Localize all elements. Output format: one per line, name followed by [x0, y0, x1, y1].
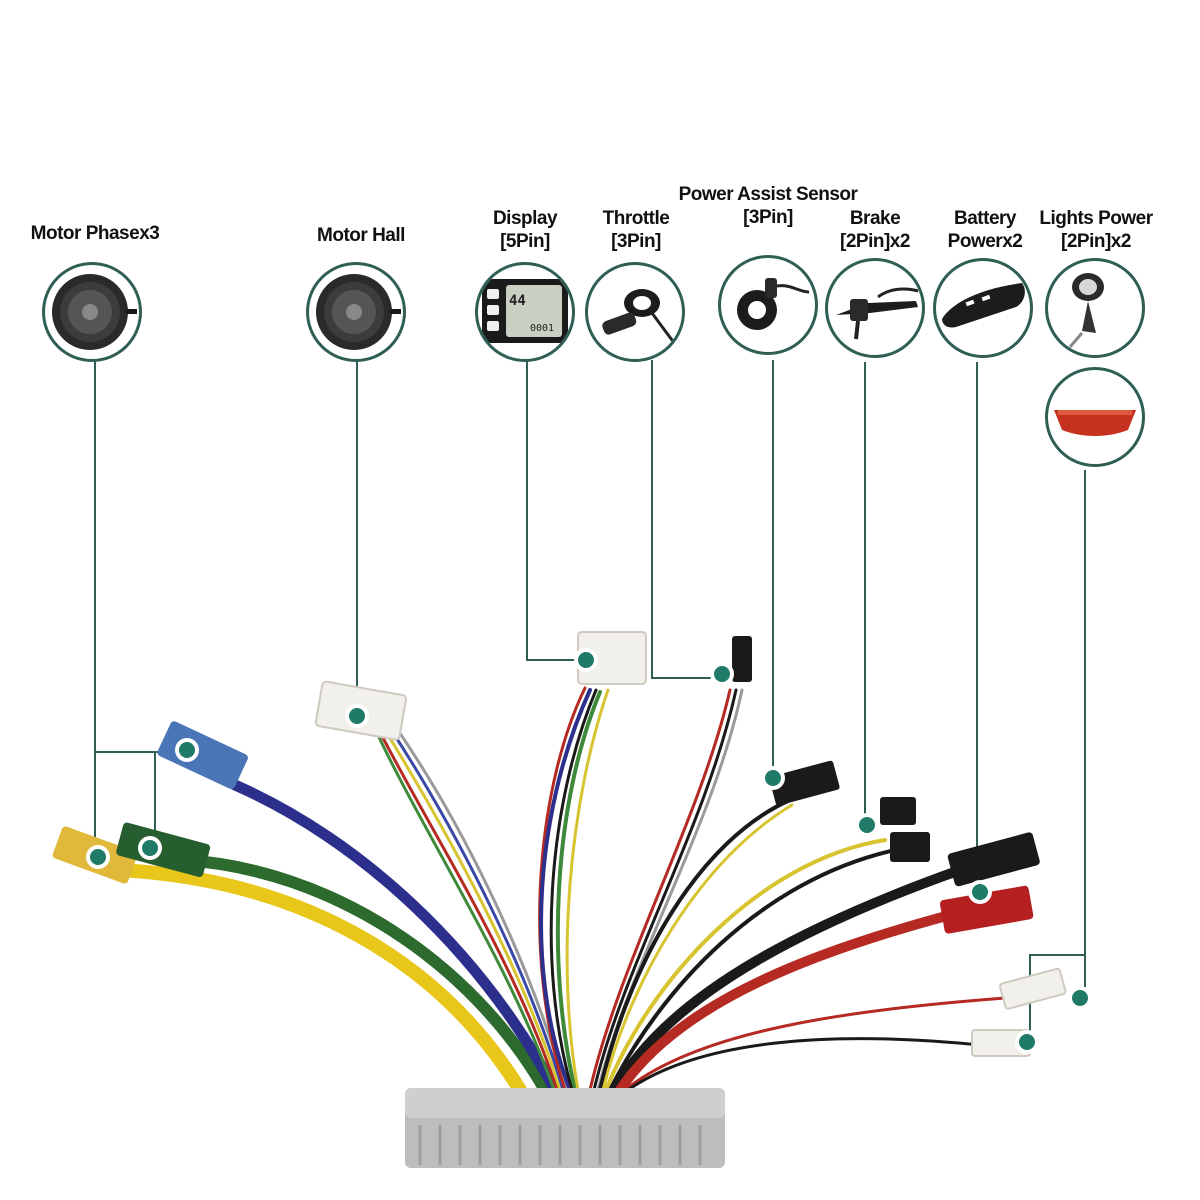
connector-pas [769, 760, 840, 806]
dot-display [574, 648, 598, 672]
brake-circle [825, 258, 925, 358]
label-battery: Battery Powerx2 [947, 208, 1023, 252]
thumb-throttle-icon [602, 289, 682, 352]
connector-green-phase [116, 822, 211, 877]
wire-hall-red [378, 730, 559, 1092]
wire-battery-black [610, 865, 965, 1095]
label-motor-phase: Motor Phasex3 [30, 223, 160, 244]
dot-lights-1 [1068, 986, 1092, 1010]
wire-green-phase [179, 854, 551, 1096]
dot-battery [968, 880, 992, 904]
leader-lines [94, 360, 1086, 1040]
wire-yellow-phase [113, 863, 527, 1097]
wire-display-red [538, 686, 587, 1092]
wire-pas-black [598, 798, 792, 1092]
leader-throttle [651, 360, 722, 679]
display-screen-top: 44 [509, 293, 526, 309]
wire-bundle [113, 686, 1007, 1097]
connector-blue-phase [157, 721, 248, 790]
dot-pas [761, 766, 785, 790]
dot-lights-2 [1015, 1030, 1039, 1054]
wire-throttle-black [592, 688, 738, 1092]
motor-hall-circle [306, 262, 406, 362]
controller-box [405, 1088, 725, 1168]
motor-phase-circle [42, 262, 142, 362]
leader-display [526, 360, 586, 661]
label-brake: Brake [2Pin]x2 [840, 208, 910, 252]
wire-display-blue [539, 688, 592, 1092]
dot-motor-hall [345, 704, 369, 728]
wire-display-yellow [565, 688, 610, 1092]
connector-lights-1 [999, 967, 1067, 1010]
leader-motor-phase [94, 360, 185, 850]
connector-brake-1 [880, 797, 916, 825]
hub-motor-icon [316, 274, 401, 350]
lcd-display-icon: 44 0001 [482, 279, 568, 343]
label-display: Display [5Pin] [492, 208, 558, 252]
battery-pack-icon [942, 283, 1025, 328]
brake-lever-icon [836, 287, 919, 340]
throttle-circle [585, 262, 685, 362]
label-lights: Lights Power [2Pin]x2 [1039, 208, 1153, 252]
marker-dots [86, 648, 1092, 1054]
wire-lights-black [626, 1037, 982, 1092]
dot-brake [855, 813, 879, 837]
hub-motor-icon [52, 274, 137, 350]
display-circle: 44 0001 [475, 262, 575, 362]
wire-display-green [555, 690, 602, 1092]
wire-hall-green [376, 733, 556, 1092]
taillight-icon [1054, 410, 1136, 436]
wire-battery-red [615, 910, 955, 1095]
pas-sensor-icon [737, 278, 810, 330]
wire-pas-yellow [601, 803, 794, 1092]
dot-yellow-phase [86, 845, 110, 869]
dot-green-phase [138, 836, 162, 860]
wire-throttle-red [588, 688, 732, 1092]
wire-display-black [549, 688, 598, 1092]
dot-blue-phase [175, 738, 199, 762]
leader-lights [1029, 470, 1086, 1040]
taillight-circle [1045, 367, 1145, 467]
connector-battery-red [939, 885, 1034, 934]
headlight-circle [1045, 258, 1145, 358]
wire-hall-yellow [383, 728, 562, 1092]
wire-brake-black [608, 848, 897, 1092]
label-throttle: Throttle [3Pin] [602, 208, 670, 252]
display-screen-bottom: 0001 [530, 323, 554, 334]
pas-circle [718, 255, 818, 355]
label-pas: Power Assist Sensor [3Pin] [678, 184, 858, 228]
connector-throttle [732, 636, 752, 682]
dot-throttle [710, 662, 734, 686]
label-motor-hall: Motor Hall [317, 225, 405, 246]
wire-lights-red [623, 996, 1007, 1092]
battery-circle [933, 258, 1033, 358]
connector-battery-black [947, 832, 1040, 887]
headlight-icon [1068, 273, 1104, 348]
connector-brake-2 [890, 832, 930, 862]
wire-blue-phase [229, 779, 561, 1096]
wire-brake-yellow [604, 838, 887, 1092]
wire-hall-blue [388, 726, 565, 1092]
